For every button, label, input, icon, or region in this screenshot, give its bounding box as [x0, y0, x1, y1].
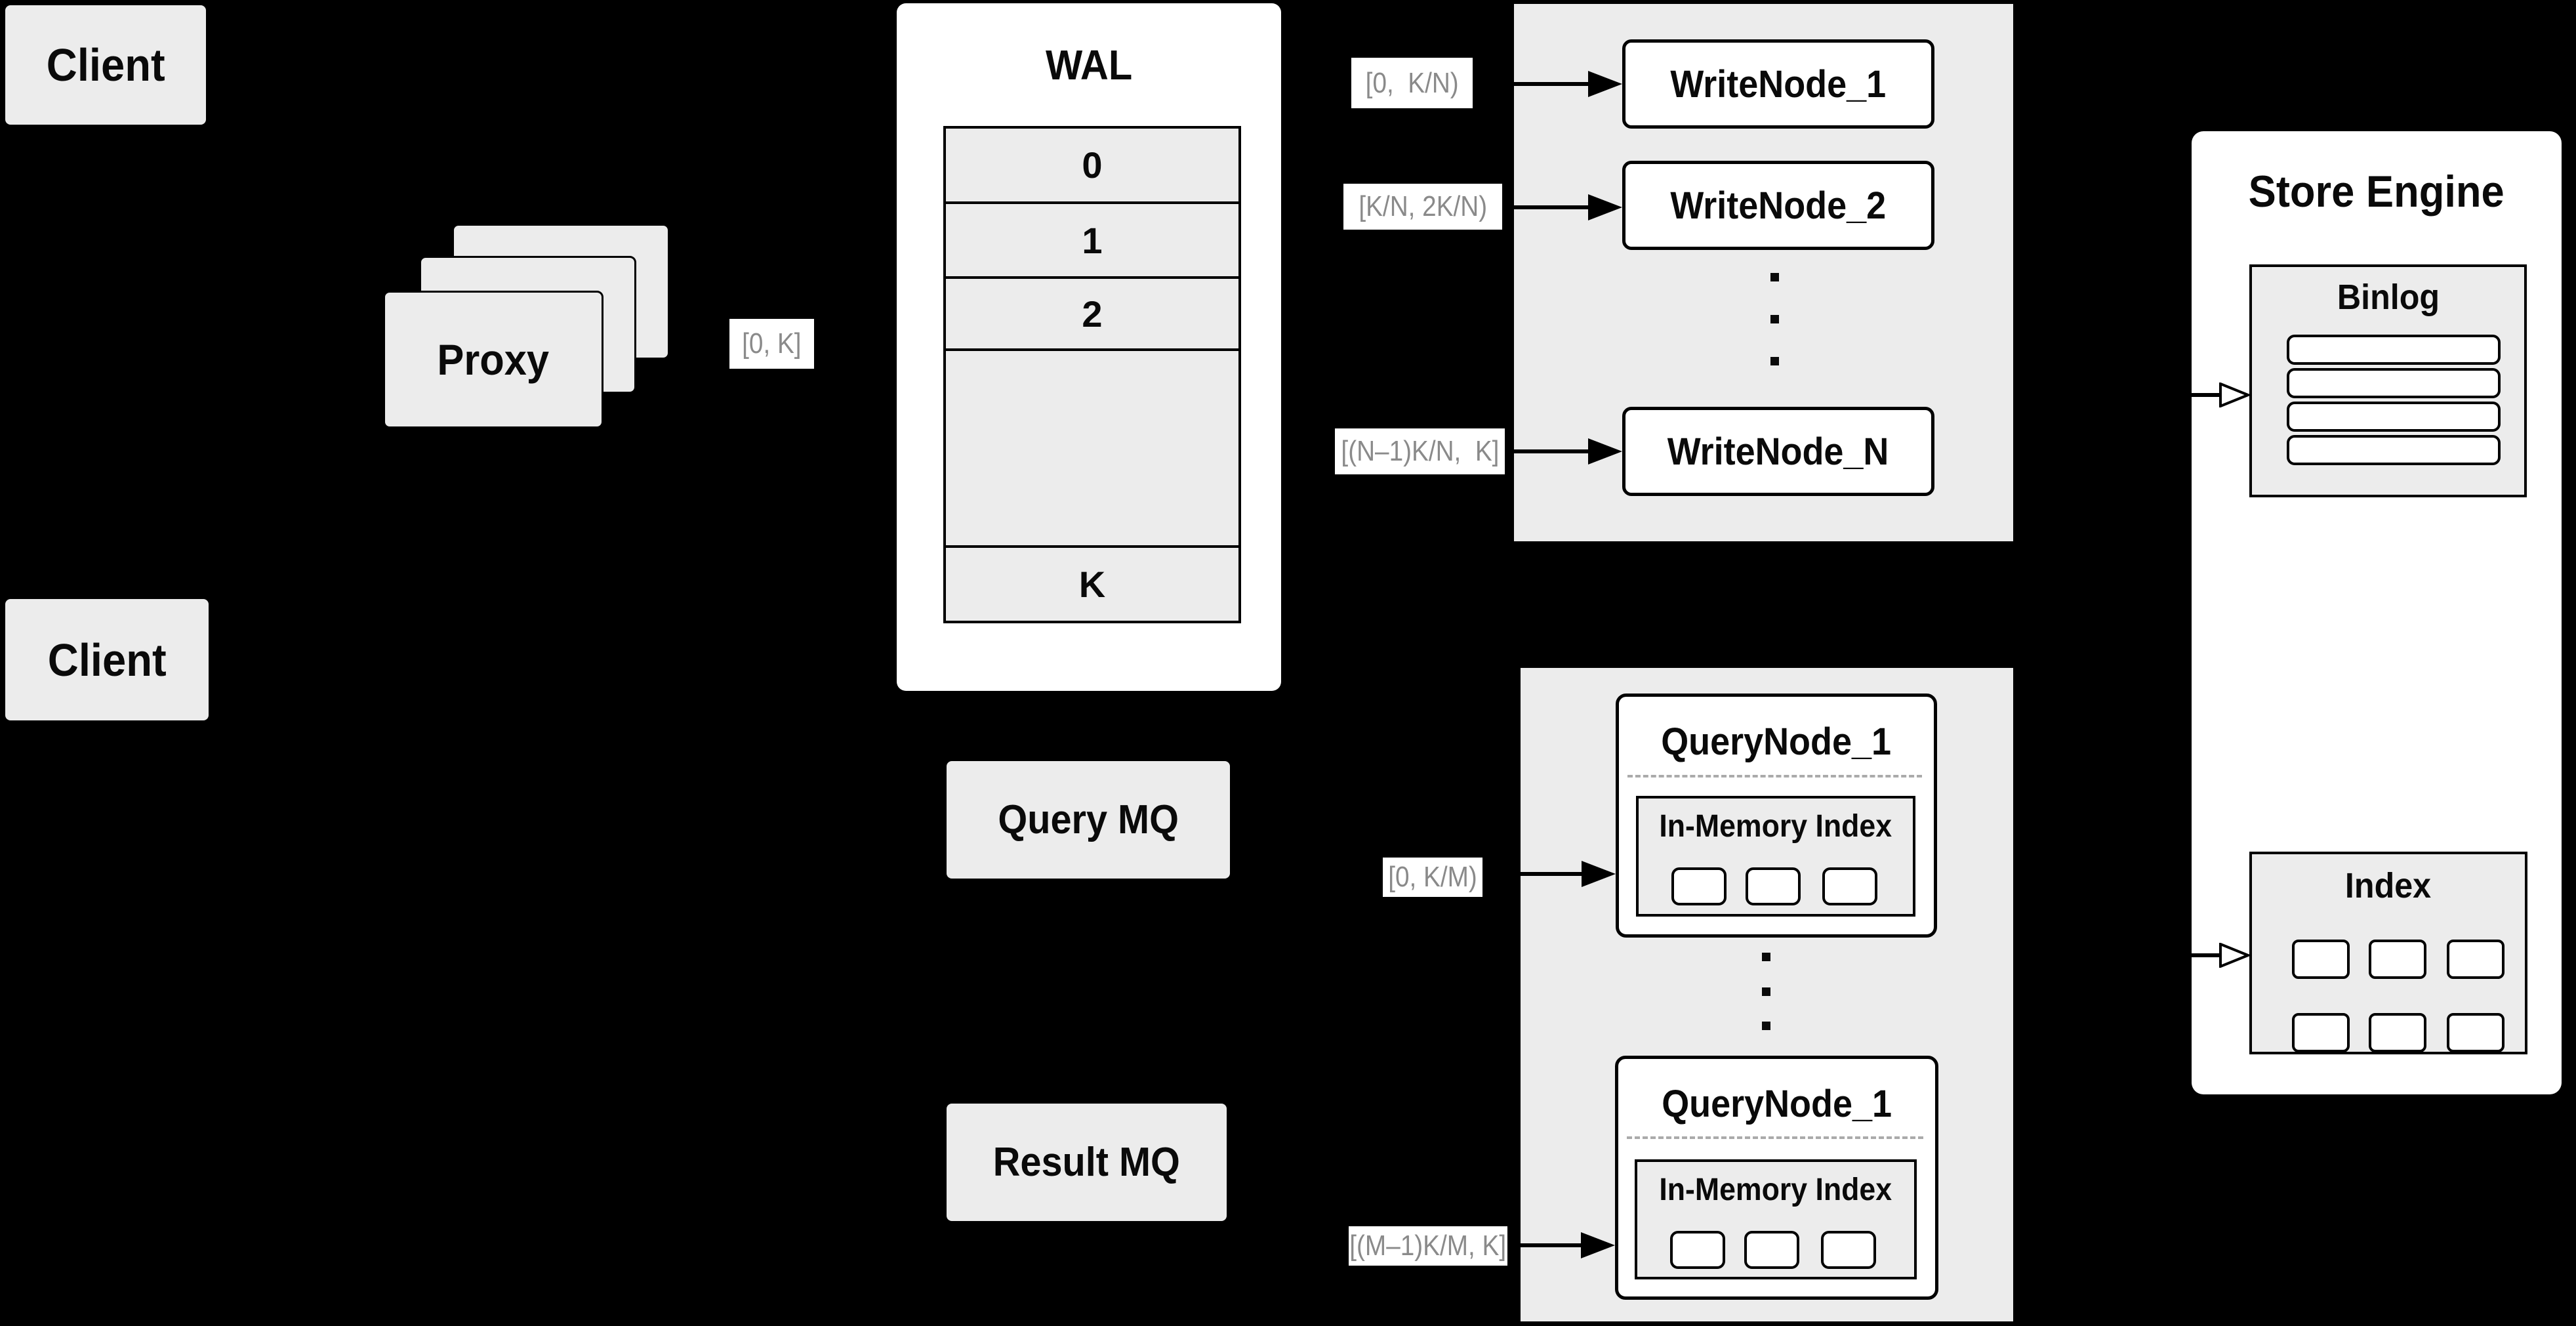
- binlog-segment-row: [2287, 402, 2501, 432]
- binlog-segment-row: [2287, 368, 2501, 398]
- wal-panel: WAL 0 1 2 K: [897, 3, 1990, 691]
- arrow-line-to-querynode-bottom: [1507, 1243, 1584, 1247]
- client-bottom-label: Client: [47, 634, 167, 686]
- index-chip: [2369, 940, 2426, 979]
- arrow-head-to-writenode-n: [1588, 438, 1622, 465]
- arrow-line-to-writenode-n: [1505, 449, 1591, 453]
- open-arrow-head-to-binlog: [2219, 383, 2249, 407]
- arrow-line-to-querynode-top: [1482, 872, 1584, 876]
- store-engine-title: Store Engine: [2248, 167, 2505, 217]
- index-chip: [1744, 1231, 1799, 1269]
- write-nodes-ellipsis-dots-icon: [1770, 273, 1779, 365]
- range-label-writenode-1: [0, K/N): [1351, 58, 1473, 108]
- binlog-box: Binlog: [2249, 264, 2527, 497]
- in-memory-index-title: In-Memory Index: [1659, 808, 1892, 844]
- open-arrow-head-to-index: [2219, 943, 2249, 968]
- wal-row-0: 0: [946, 129, 1238, 205]
- index-chip: [2292, 1013, 2350, 1052]
- query-node-bottom-title: QueryNode_1: [1662, 1082, 1892, 1125]
- index-chip: [2447, 940, 2504, 979]
- binlog-title: Binlog: [2337, 278, 2440, 317]
- wal-row-2: 2: [946, 279, 1238, 352]
- query-nodes-ellipsis-dots-icon: [1762, 953, 1770, 1030]
- arrow-head-to-writenode-2: [1588, 194, 1622, 220]
- arrow-head-to-querynode-bottom: [1581, 1232, 1615, 1258]
- range-label-proxy-wal: [0, K]: [729, 319, 814, 369]
- wal-row-k: K: [946, 547, 1238, 621]
- client-top-label: Client: [46, 39, 165, 91]
- query-node-bottom: QueryNode_1 In-Memory Index: [1615, 1056, 1938, 1300]
- proxy-box: Proxy: [383, 291, 603, 428]
- range-label-writenode-n: [(N–1)K/N, K]: [1335, 428, 1505, 474]
- range-label-querynode-bottom: [(M–1)K/M, K]: [1349, 1226, 1507, 1266]
- in-memory-index-title: In-Memory Index: [1659, 1172, 1892, 1207]
- index-chip: [2369, 1013, 2426, 1052]
- wal-row-1: 1: [946, 204, 1238, 280]
- arrow-line-to-binlog: [2013, 393, 2222, 397]
- result-mq-box: Result MQ: [947, 1104, 1227, 1221]
- index-chip: [1822, 867, 1877, 905]
- binlog-segment-row: [2287, 435, 2501, 465]
- arrow-line-to-writenode-2: [1502, 205, 1591, 209]
- wal-row-ellipsis: [946, 351, 1238, 548]
- index-chip: [1821, 1231, 1876, 1269]
- index-chip: [1670, 1231, 1725, 1269]
- index-chip: [2292, 940, 2350, 979]
- index-box: Index: [2249, 852, 2527, 1054]
- query-node-top: QueryNode_1 In-Memory Index: [1616, 694, 1937, 938]
- binlog-segment-row: [2287, 335, 2501, 365]
- client-box-top: Client: [5, 5, 206, 125]
- dashed-divider: [1627, 775, 1922, 777]
- store-engine-panel: Store Engine Binlog Index: [2192, 131, 2562, 1094]
- proxy-label: Proxy: [437, 335, 550, 384]
- range-label-writenode-2: [K/N, 2K/N): [1343, 184, 1502, 230]
- wal-segment-table: 0 1 2 K: [943, 126, 1241, 623]
- dashed-divider: [1627, 1136, 1923, 1139]
- write-node-2: WriteNode_2: [1622, 161, 1934, 250]
- in-memory-index-box-top: In-Memory Index: [1636, 796, 1915, 917]
- index-chip: [1746, 867, 1801, 905]
- index-chip: [2447, 1013, 2504, 1052]
- query-node-top-title: QueryNode_1: [1661, 720, 1892, 763]
- arrow-head-to-writenode-1: [1588, 71, 1622, 97]
- wal-title: WAL: [1045, 41, 1133, 89]
- arrow-line-to-index: [2013, 953, 2222, 957]
- write-node-1: WriteNode_1: [1622, 39, 1934, 129]
- index-chip: [1671, 867, 1727, 905]
- arrow-head-to-querynode-top: [1582, 861, 1616, 887]
- query-mq-box: Query MQ: [947, 761, 1230, 879]
- in-memory-index-box-bottom: In-Memory Index: [1635, 1159, 1917, 1279]
- write-node-n: WriteNode_N: [1622, 407, 1934, 496]
- range-label-querynode-top: [0, K/M): [1383, 858, 1482, 897]
- index-title: Index: [2345, 866, 2432, 905]
- client-box-bottom: Client: [5, 599, 209, 720]
- arrow-line-to-writenode-1: [1473, 82, 1591, 86]
